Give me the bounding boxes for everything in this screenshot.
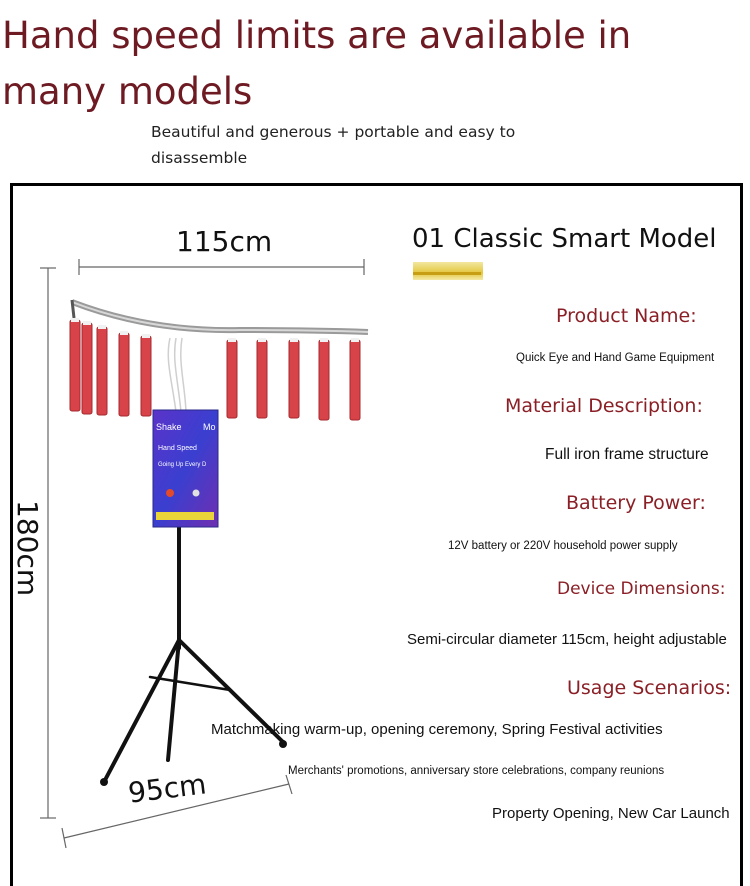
stick: [318, 339, 330, 421]
panel-line-1b: Mo: [203, 422, 216, 432]
panel-label-strip: [156, 512, 214, 520]
height-dimension-line: [40, 267, 56, 819]
stick: [81, 322, 93, 415]
tripod-foot-left: [100, 778, 108, 786]
title-underline-highlight: [413, 262, 483, 280]
spec-value-dimensions: Semi-circular diameter 115cm, height adj…: [407, 631, 727, 648]
power-cable: [167, 337, 187, 413]
stick: [288, 339, 300, 419]
spec-heading-dimensions: Device Dimensions:: [557, 579, 726, 599]
spec-heading-scenarios: Usage Scenarios:: [567, 677, 732, 699]
spec-value-material: Full iron frame structure: [545, 446, 709, 463]
spec-heading-battery: Battery Power:: [566, 492, 706, 514]
spec-value-scenario-3: Property Opening, New Car Launch: [492, 805, 730, 822]
stick: [69, 319, 81, 412]
product-frame: [10, 183, 743, 886]
spec-heading-material: Material Description:: [505, 395, 703, 417]
stick: [226, 339, 238, 419]
spec-value-product-name: Quick Eye and Hand Game Equipment: [516, 352, 715, 364]
stick: [118, 332, 130, 417]
panel-line-3: Going Up Every D: [158, 462, 207, 468]
device-panel: Shake Mo Hand Speed Going Up Every D: [152, 409, 219, 528]
stick: [140, 335, 152, 417]
tripod-stand: [102, 518, 285, 784]
spec-value-battery: 12V battery or 220V household power supp…: [448, 540, 678, 552]
width-label: 115cm: [176, 225, 273, 258]
panel-line-1: Shake: [156, 422, 182, 432]
title-underline: [413, 272, 481, 275]
stick: [256, 339, 268, 419]
tripod-foot-right: [279, 740, 287, 748]
height-label: 180cm: [11, 500, 44, 597]
width-dimension-line: [78, 259, 365, 275]
page-subtitle: Beautiful and generous + portable and ea…: [151, 123, 516, 167]
stick: [96, 326, 108, 416]
spec-value-scenario-2: Merchants' promotions, anniversary store…: [288, 765, 665, 777]
base-dimension-line: [61, 774, 293, 849]
panel-red-button: [166, 489, 174, 497]
red-sticks: [69, 319, 361, 421]
page-headline: Hand speed limits are available in many …: [2, 14, 632, 113]
panel-white-button: [192, 489, 200, 497]
stick: [349, 339, 361, 421]
spec-value-scenario-1: Matchmaking warm-up, opening ceremony, S…: [211, 721, 663, 738]
panel-line-2: Hand Speed: [158, 445, 197, 452]
spec-heading-product-name: Product Name:: [556, 305, 697, 327]
model-title: 01 Classic Smart Model: [412, 224, 717, 254]
